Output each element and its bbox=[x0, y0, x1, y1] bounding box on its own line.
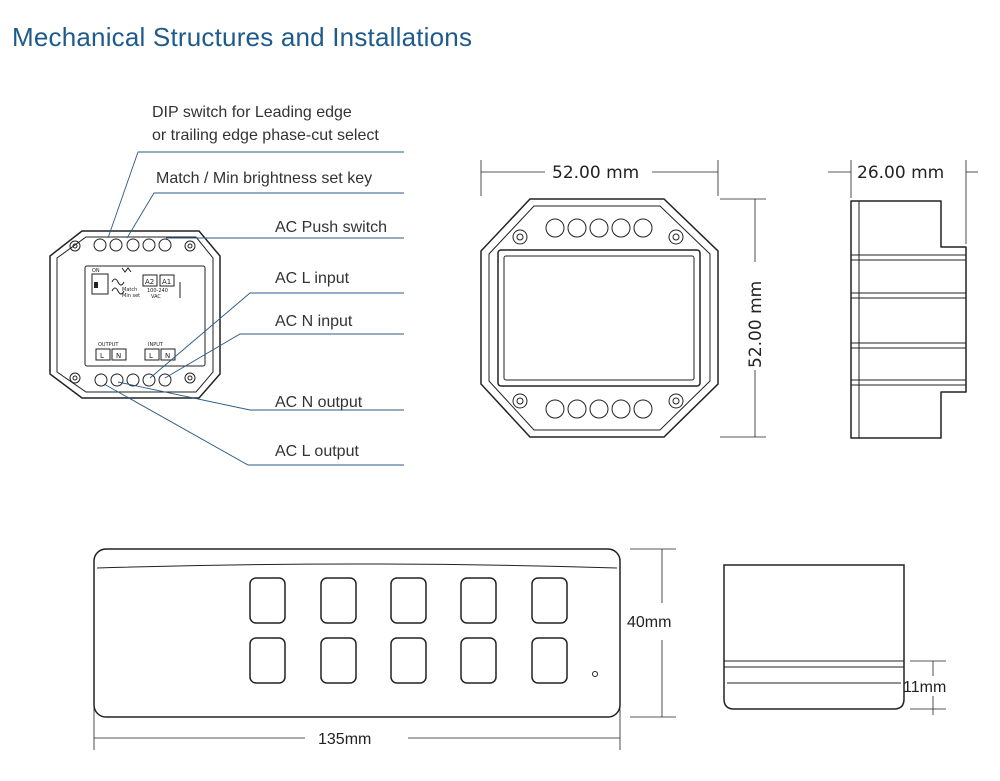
callout-n-output: AC N output bbox=[275, 394, 363, 411]
callout-dip-line1: DIP switch for Leading edge bbox=[152, 104, 352, 121]
voltage-label: 100-240 bbox=[147, 288, 168, 294]
output-n: N bbox=[116, 352, 121, 360]
remote-front-dimensions bbox=[93, 548, 676, 750]
output-l: L bbox=[100, 352, 104, 360]
callout-push: AC Push switch bbox=[275, 219, 387, 236]
front-width-dim: 52.00 mm bbox=[552, 163, 639, 183]
a1-label: A1 bbox=[162, 278, 171, 286]
front-height-dim: 52.00 mm bbox=[746, 281, 766, 368]
page-title: Mechanical Structures and Installations bbox=[12, 22, 473, 52]
callout-l-input: AC L input bbox=[275, 270, 350, 287]
remote-front bbox=[93, 548, 621, 718]
remote-side bbox=[723, 564, 905, 710]
front-view bbox=[480, 198, 719, 438]
input-l: L bbox=[149, 352, 153, 360]
side-depth-dim: 26.00 mm bbox=[857, 163, 944, 183]
dip-on-label: ON bbox=[92, 268, 100, 274]
match-label: Match bbox=[122, 287, 137, 293]
a2-label: A2 bbox=[145, 278, 154, 286]
remote-height-dim: 40mm bbox=[627, 614, 671, 631]
remote-thickness-dim: 11mm bbox=[903, 679, 946, 696]
front-dimensions bbox=[480, 160, 766, 438]
input-n: N bbox=[165, 352, 170, 360]
callout-dip-line2: or trailing edge phase-cut select bbox=[152, 127, 379, 144]
output-label: OUTPUT bbox=[98, 342, 119, 348]
side-dimensions bbox=[828, 160, 978, 244]
input-label: INPUT bbox=[148, 342, 164, 348]
callout-n-input: AC N input bbox=[275, 313, 353, 330]
remote-width-dim: 135mm bbox=[318, 731, 371, 748]
callout-leaders bbox=[103, 151, 404, 466]
minset-label: Min set bbox=[122, 293, 140, 299]
side-view bbox=[850, 200, 967, 439]
callout-l-output: AC L output bbox=[275, 443, 359, 460]
labeled-module: ON Match Min set A2 A1 100-240 VAC OUTPU… bbox=[49, 230, 221, 399]
remote-side-dimensions bbox=[910, 660, 946, 715]
callout-match: Match / Min brightness set key bbox=[156, 170, 372, 187]
vac-label: VAC bbox=[151, 294, 161, 300]
